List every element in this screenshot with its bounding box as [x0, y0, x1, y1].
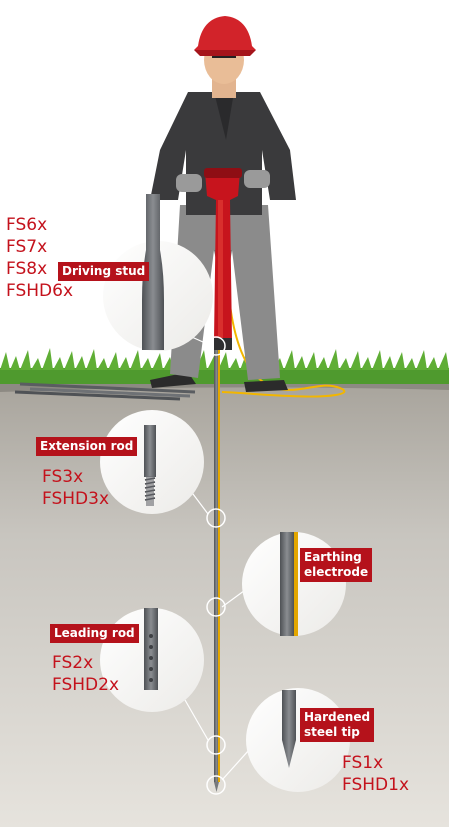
leading-rod-label: Leading rod — [50, 624, 139, 643]
code-text: FS3x — [42, 467, 84, 487]
code-text: FSHD2x — [52, 675, 120, 695]
code-text: FSHD3x — [42, 489, 110, 509]
callout-rings — [206, 336, 226, 795]
label-line: electrode — [304, 565, 369, 579]
spare-rods — [14, 382, 196, 401]
driving-stud-part — [142, 194, 164, 350]
driving-stud-codes: FS6x FS7x FS8x FSHD6x — [6, 214, 73, 302]
label-line: steel tip — [304, 725, 360, 739]
label-line: Earthing — [304, 550, 362, 564]
code-text: FS7x — [6, 237, 48, 257]
extension-rod-label: Extension rod — [36, 437, 138, 456]
leading-rod-codes: FS2x FSHD2x — [52, 652, 119, 696]
extension-rod-lens — [100, 410, 204, 514]
code-text: FSHD1x — [342, 775, 410, 795]
earthing-electrode-label: Earthing electrode — [300, 548, 373, 582]
driven-electrode — [214, 350, 220, 792]
code-text: FS2x — [52, 653, 94, 673]
hardened-steel-tip-codes: FS1x FSHD1x — [342, 752, 409, 796]
jackhammer — [204, 168, 242, 350]
code-text: FS6x — [6, 215, 48, 235]
worker-figure — [150, 16, 296, 392]
extension-rod-codes: FS3x FSHD3x — [42, 466, 109, 510]
driving-stud-label: Driving stud — [58, 262, 150, 281]
label-line: Hardened — [304, 710, 371, 724]
code-text: FS8x — [6, 259, 48, 279]
hardened-steel-tip-label: Hardened steel tip — [300, 708, 375, 742]
code-text: FSHD6x — [6, 281, 74, 301]
code-text: FS1x — [342, 753, 384, 773]
